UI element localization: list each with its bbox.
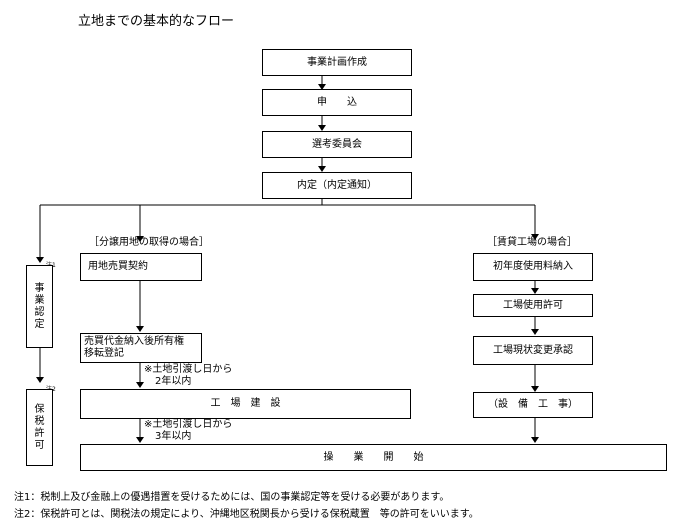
arrowhead	[36, 377, 44, 383]
permit-char: 税	[34, 415, 45, 427]
step-business-plan: 事業計画作成	[262, 49, 412, 76]
arrowhead	[318, 125, 326, 131]
arrowhead	[36, 257, 44, 263]
step-equipment-work: （設 備 工 事）	[473, 392, 593, 418]
arrowhead	[136, 326, 144, 332]
deadline-note-2-period: 3年以内	[155, 431, 192, 442]
approval-char: 定	[34, 318, 45, 330]
arrowhead	[531, 234, 539, 240]
arrowhead	[318, 84, 326, 90]
step-start-operations: 操 業 開 始	[80, 444, 667, 471]
payment-text-line2: 移転登記	[84, 348, 124, 359]
arrowhead	[136, 437, 144, 443]
permit-char: 許	[34, 427, 45, 439]
step-land-contract: 用地売買契約	[80, 253, 202, 281]
approval-char: 業	[34, 294, 45, 306]
arrowhead	[531, 329, 539, 335]
footnote-1: 注1：税制上及び金融上の優遇措置を受けるためには、国の事業認定等を受ける必要があ…	[14, 492, 450, 503]
bonded-permit-box: 保 税 許 可	[26, 389, 53, 466]
approval-char: 事	[34, 282, 45, 294]
payment-text-line1: 売買代金納入後所有権	[84, 336, 184, 347]
arrowhead	[136, 382, 144, 388]
step-factory-construction: 工 場 建 設	[80, 389, 411, 419]
left-branch-header: ［分譲用地の取得の場合］	[89, 237, 209, 248]
footnote-2: 注2：保税許可とは、関税法の規定により、沖縄地区税関長から受ける保税蔵置 等の許…	[14, 509, 479, 520]
deadline-note-2: ※土地引渡し日から	[144, 419, 233, 430]
deadline-note-1: ※土地引渡し日から	[144, 364, 233, 375]
arrowhead	[531, 386, 539, 392]
step-payment-registration: 売買代金納入後所有権 移転登記	[80, 333, 202, 363]
step-selection-committee: 選考委員会	[262, 131, 412, 158]
step-provisional-decision: 内定（内定通知）	[262, 172, 412, 199]
step-modification-approval: 工場現状変更承認	[473, 336, 593, 365]
step-first-year-fee: 初年度使用料納入	[473, 253, 593, 281]
permit-char: 保	[34, 403, 45, 415]
step-factory-use-permit: 工場使用許可	[473, 294, 593, 317]
step-application: 申 込	[262, 89, 412, 116]
arrowhead	[136, 236, 144, 242]
deadline-note-1-period: 2年以内	[155, 376, 192, 387]
approval-char: 認	[34, 306, 45, 318]
business-approval-box: 事 業 認 定	[26, 265, 53, 348]
right-branch-header: ［賃貸工場の場合］	[487, 237, 577, 248]
permit-char: 可	[34, 439, 45, 451]
arrowhead	[531, 437, 539, 443]
diagram-title: 立地までの基本的なフロー	[78, 14, 235, 29]
arrowhead	[318, 166, 326, 172]
arrowhead	[531, 288, 539, 294]
